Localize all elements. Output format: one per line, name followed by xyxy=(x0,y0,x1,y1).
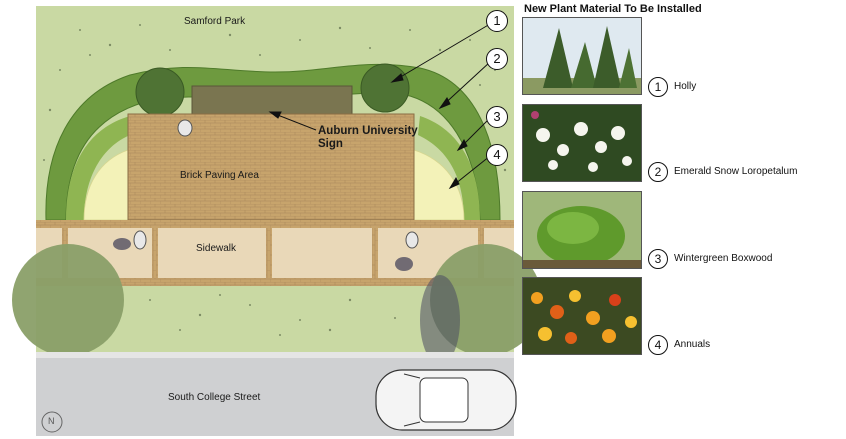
paving-label: Brick Paving Area xyxy=(180,170,259,181)
legend-item-holly: 1 Holly xyxy=(522,17,842,97)
lawn-texture xyxy=(43,24,507,336)
street-tree-left xyxy=(12,244,124,356)
sidewalk-border-top xyxy=(36,220,514,228)
legend-number-4: 4 xyxy=(648,335,668,355)
curb xyxy=(36,352,514,358)
boxwood-band-right xyxy=(418,116,480,220)
holly-tree-left xyxy=(135,67,185,117)
legend-number-1: 1 xyxy=(648,77,668,97)
legend-number-3: 3 xyxy=(648,249,668,269)
north-label: N xyxy=(48,416,55,426)
north-arrow-icon xyxy=(41,411,63,433)
brick-paving-area xyxy=(127,113,415,221)
sidewalk-label: Sidewalk xyxy=(196,243,237,254)
boxwood-band xyxy=(66,116,130,220)
legend-title: New Plant Material To Be Installed xyxy=(524,3,702,15)
legend-name-4: Annuals xyxy=(674,339,711,350)
legend-name-3: Wintergreen Boxwood xyxy=(674,253,773,264)
legend-name-1: Holly xyxy=(674,81,697,92)
callout-leaders xyxy=(268,23,491,190)
legend-number-2: 2 xyxy=(648,162,668,182)
car xyxy=(375,369,517,431)
legend-name-2: Emerald Snow Loropetalum xyxy=(674,166,798,177)
callout-1: 1 xyxy=(486,10,508,32)
park-label: Samford Park xyxy=(184,16,246,27)
sign-label: Auburn University Sign xyxy=(318,125,418,150)
tree-shadow xyxy=(420,275,460,365)
pedestrian-figures xyxy=(113,119,419,271)
auburn-sign xyxy=(191,85,353,117)
legend-item-boxwood: 3 Wintergreen Boxwood xyxy=(522,191,842,271)
legend-item-annuals: 4 Annuals xyxy=(522,277,842,357)
boxwood-photo xyxy=(522,191,642,269)
callout-3: 3 xyxy=(486,106,508,128)
annuals-photo xyxy=(522,277,642,355)
holly-photo xyxy=(522,17,642,95)
annuals-bed-right xyxy=(413,149,465,221)
legend-item-loropetalum: 2 Emerald Snow Loropetalum xyxy=(522,104,842,184)
callout-4: 4 xyxy=(486,144,508,166)
street-label: South College Street xyxy=(168,392,261,403)
sidewalk-border-bottom xyxy=(36,278,514,286)
holly-tree-right xyxy=(360,63,410,113)
callout-2: 2 xyxy=(486,48,508,70)
loropetalum-photo xyxy=(522,104,642,182)
